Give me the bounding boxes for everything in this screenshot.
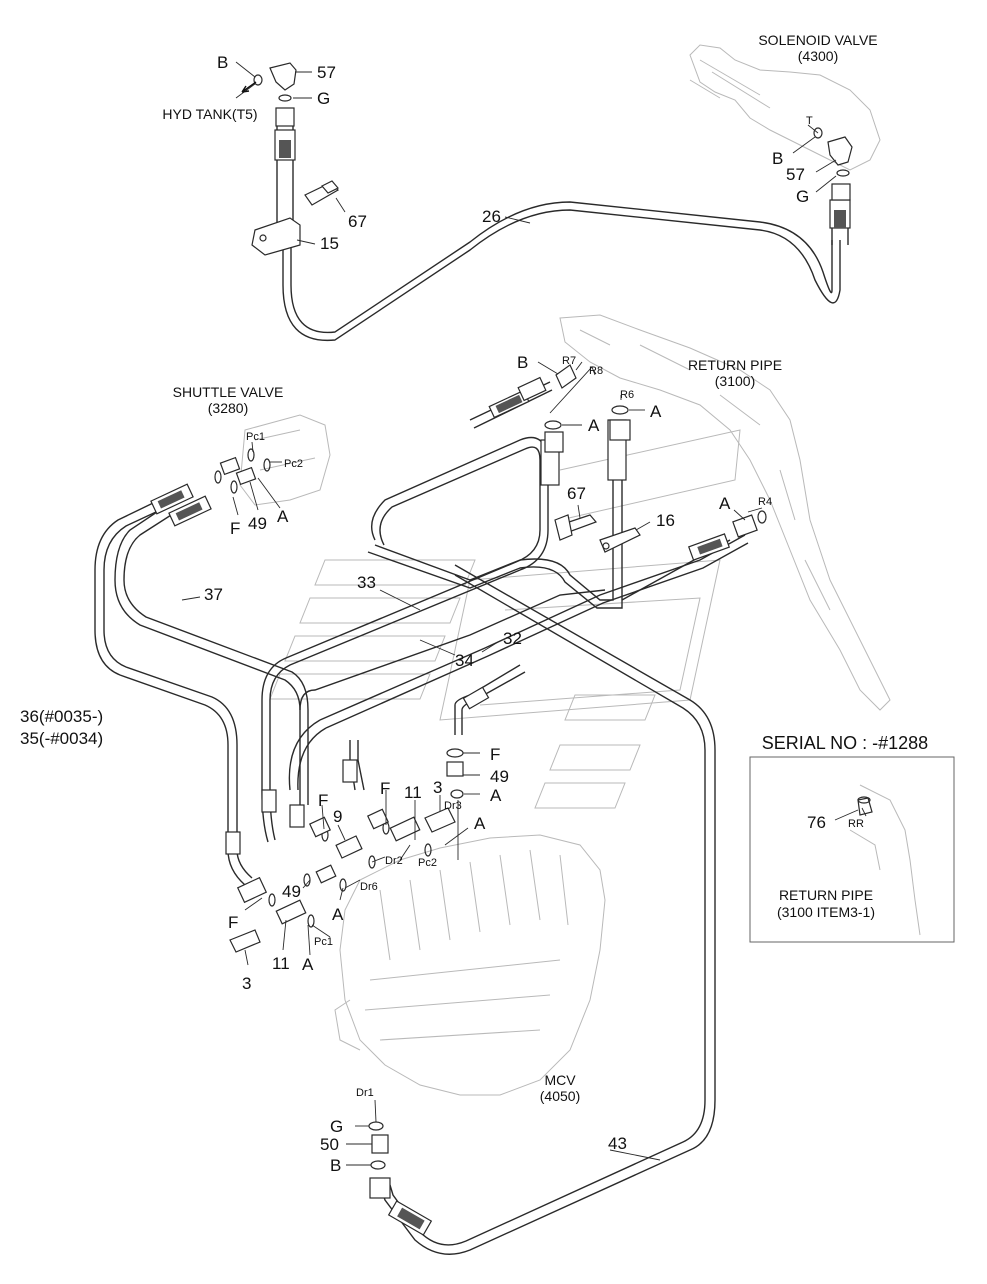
callout-67-mid: 67: [567, 484, 586, 503]
ghost-components: [239, 44, 921, 1096]
callout-34: 34: [455, 651, 474, 670]
caption-solenoid-valve: SOLENOID VALVE: [758, 32, 877, 48]
caption-serial-no: SERIAL NO : -#1288: [762, 733, 928, 753]
caption-return-pipe: RETURN PIPE: [688, 357, 782, 373]
hose-hyd-tank-upper: [274, 125, 296, 235]
hose-shuttle-upper: [342, 740, 365, 791]
callout-9: 9: [333, 807, 342, 826]
callout-g-bottom: G: [330, 1117, 343, 1136]
callout-r7: R7: [562, 355, 576, 367]
callouts: 57 B G 67 15 26 T B 57 G B R7 R8 R6 A A …: [204, 53, 864, 1175]
callout-f-mid: F: [380, 779, 390, 798]
callout-a-r8: A: [588, 416, 600, 435]
callout-3-right: 3: [433, 778, 442, 797]
callout-16: 16: [656, 511, 675, 530]
callout-43: 43: [608, 1134, 627, 1153]
callout-g-top: G: [317, 89, 330, 108]
callout-r6: R6: [620, 389, 634, 401]
callout-37: 37: [204, 585, 223, 604]
callout-a-right: A: [490, 786, 502, 805]
callout-dr1: Dr1: [356, 1087, 374, 1099]
callout-f-lower: F: [228, 913, 238, 932]
hose-36-35: [94, 489, 253, 886]
hose-43: [379, 564, 716, 1255]
hose-37: [114, 499, 309, 805]
callout-3-lower: 3: [242, 974, 251, 993]
callout-11-right: 11: [404, 783, 422, 802]
callout-f-shuttle: F: [230, 519, 240, 538]
caption-return-pipe-no: (3100): [715, 373, 755, 389]
callout-dr6: Dr6: [360, 881, 378, 893]
caption-hose-36: 36(#0035-): [20, 707, 103, 726]
callout-a-mid: A: [474, 814, 486, 833]
hose-shuttle-left: [150, 483, 212, 527]
hose-26: [282, 201, 841, 342]
hose-r7-upper: [469, 376, 553, 429]
serial-inset-box: [749, 756, 955, 943]
callout-pc1-shuttle: Pc1: [246, 431, 265, 443]
fittings: [214, 62, 873, 1199]
callout-b-r7: B: [517, 353, 528, 372]
callout-f-right: F: [490, 745, 500, 764]
hose-return-r4: [621, 533, 731, 601]
caption-inset-return-pipe-no: (3100 ITEM3-1): [777, 904, 875, 920]
callout-a-r4: A: [719, 494, 731, 513]
caption-solenoid-valve-no: (4300): [798, 48, 838, 64]
caption-hyd-tank: HYD TANK(T5): [162, 106, 257, 122]
hose-32-lower: [454, 664, 526, 735]
callout-15: 15: [320, 234, 339, 253]
leader-lines: [181, 61, 867, 1166]
callout-26: 26: [482, 207, 501, 226]
callout-b-solenoid: B: [772, 149, 783, 168]
callout-a-lower: A: [302, 955, 314, 974]
callout-50: 50: [320, 1135, 339, 1154]
callout-dr3: Dr3: [444, 800, 462, 812]
callout-a-r6: A: [650, 402, 662, 421]
caption-mcv: MCV: [544, 1072, 576, 1088]
callout-11-lower: 11: [272, 954, 290, 973]
caption-mcv-no: (4050): [540, 1088, 580, 1104]
callout-b-top: B: [217, 53, 228, 72]
caption-shuttle-valve-no: (3280): [208, 400, 248, 416]
callout-g-solenoid: G: [796, 187, 809, 206]
callout-pc2-mid: Pc2: [418, 857, 437, 869]
arrow-icon: [241, 81, 257, 93]
callout-rr: RR: [848, 818, 864, 830]
callout-dr2: Dr2: [385, 855, 403, 867]
callout-57-solenoid: 57: [786, 165, 805, 184]
caption-inset-return-pipe: RETURN PIPE: [779, 887, 873, 903]
callout-b-bottom: B: [330, 1156, 341, 1175]
callout-t: T: [806, 115, 813, 127]
callout-33: 33: [357, 573, 376, 592]
callout-32: 32: [503, 629, 522, 648]
callout-pc1-lower: Pc1: [314, 936, 333, 948]
caption-shuttle-valve: SHUTTLE VALVE: [173, 384, 284, 400]
callout-57-top: 57: [317, 63, 336, 82]
callout-49-left: 49: [282, 882, 301, 901]
hose-solenoid-end: [829, 199, 851, 245]
callout-49-shuttle: 49: [248, 514, 267, 533]
callout-67-top: 67: [348, 212, 367, 231]
callout-r4: R4: [758, 496, 772, 508]
callout-pc2-shuttle: Pc2: [284, 458, 303, 470]
callout-a-shuttle: A: [277, 507, 289, 526]
callout-49-right: 49: [490, 767, 509, 786]
callout-f-left: F: [318, 791, 328, 810]
captions: SOLENOID VALVE (4300) HYD TANK(T5) SHUTT…: [20, 32, 928, 1104]
callout-76: 76: [807, 813, 826, 832]
caption-hose-35: 35(-#0034): [20, 729, 103, 748]
callout-a-left: A: [332, 905, 344, 924]
callout-r8: R8: [589, 365, 603, 377]
